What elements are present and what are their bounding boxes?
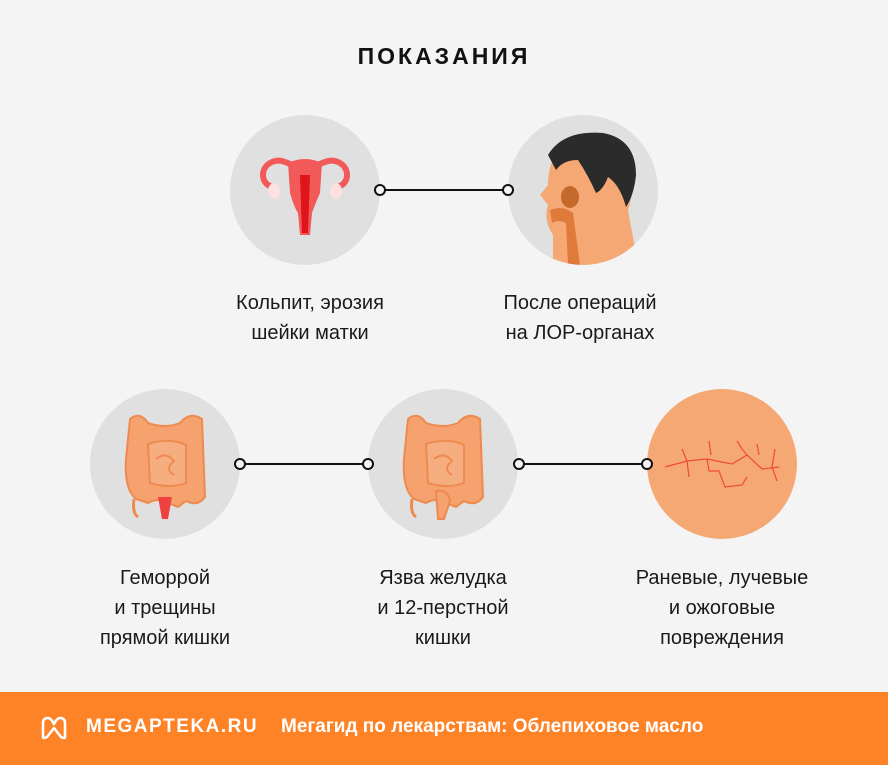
- connector-line: [244, 463, 364, 465]
- intestine-icon: [368, 389, 518, 539]
- page-title: ПОКАЗАНИЯ: [357, 43, 531, 69]
- footer-caption: Мегагид по лекарствам: Облепиховое масло: [281, 716, 704, 737]
- indication-label-wounds: Раневые, лучевые и ожоговые повреждения: [635, 567, 809, 649]
- uterus-icon: [230, 115, 380, 265]
- megapteka-logo-icon: [41, 716, 67, 740]
- indication-label-ulcer: Язва желудка и 12-перстной кишки: [377, 567, 509, 649]
- connector-line: [523, 463, 643, 465]
- head-throat-icon: [508, 115, 658, 265]
- connector-dot: [502, 184, 514, 196]
- connector-dot: [234, 458, 246, 470]
- connector-line: [384, 189, 506, 191]
- indication-label-ent: После операций на ЛОР-органах: [503, 292, 657, 344]
- connector-dot: [513, 458, 525, 470]
- cracked-skin-icon: [647, 389, 797, 539]
- intestine-rectum-icon: [90, 389, 240, 539]
- indication-label-gynecology: Кольпит, эрозия шейки матки: [236, 292, 384, 344]
- brand-name[interactable]: MEGAPTEKA.RU: [86, 716, 259, 737]
- indication-label-hemorrhoids: Геморрой и трещины прямой кишки: [99, 567, 231, 649]
- connector-dot: [641, 458, 653, 470]
- connector-dot: [362, 458, 374, 470]
- connector-dot: [374, 184, 386, 196]
- footer-bar: [0, 692, 888, 765]
